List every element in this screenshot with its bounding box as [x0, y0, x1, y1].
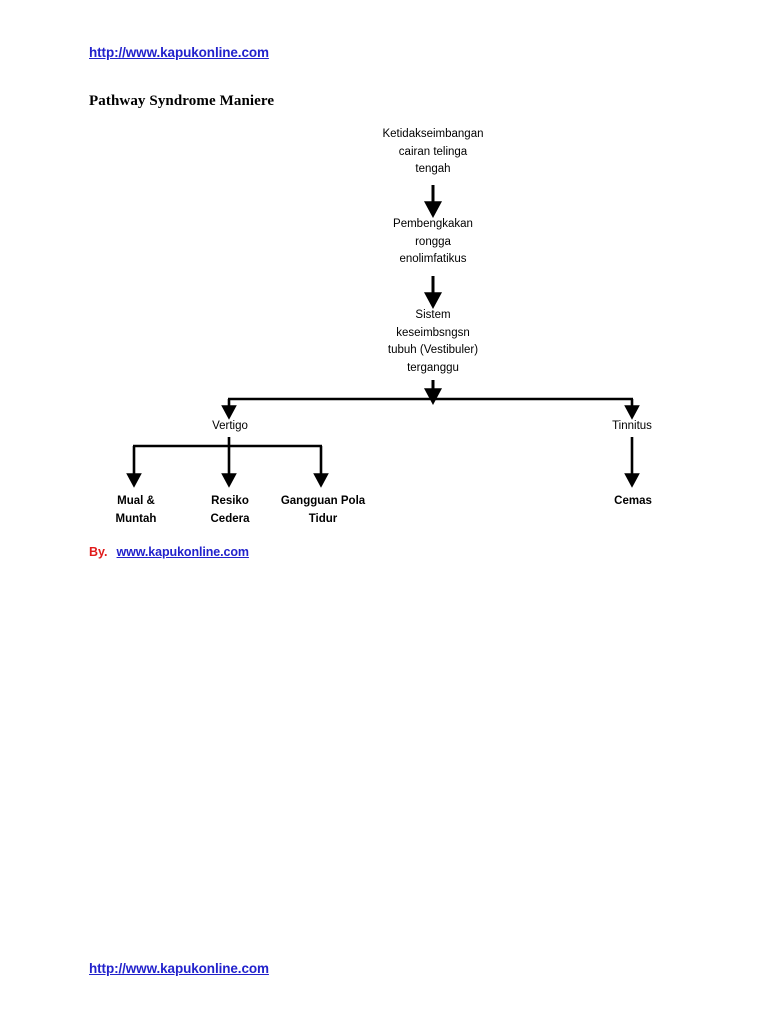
node-tinnitus: Tinnitus — [612, 420, 652, 432]
node-vertigo: Vertigo — [212, 420, 248, 432]
header-link[interactable]: http://www.kapukonline.com — [89, 45, 269, 60]
byline-label: By. — [89, 545, 108, 559]
byline-link[interactable]: www.kapukonline.com — [116, 545, 249, 559]
node-system: Sistem keseimbsngsn tubuh (Vestibuler) t… — [387, 309, 479, 374]
flowchart-connectors — [126, 185, 640, 488]
node-injury: Resiko Cedera — [210, 495, 250, 525]
footer-link[interactable]: http://www.kapukonline.com — [89, 961, 269, 976]
node-anxiety: Cemas — [614, 495, 652, 507]
byline: By. www.kapukonline.com — [89, 545, 249, 559]
node-nausea: Mual & Muntah — [115, 495, 157, 525]
page-title: Pathway Syndrome Maniere — [89, 93, 275, 109]
node-swelling: Pembengkakan rongga enolimfatikus — [393, 218, 473, 265]
pathway-flowchart: Ketidakseimbangan cairan telinga tengah … — [115, 128, 652, 525]
node-imbalance: Ketidakseimbangan cairan telinga tengah — [382, 128, 484, 175]
node-sleep: Gangguan Pola Tidur — [280, 495, 366, 525]
